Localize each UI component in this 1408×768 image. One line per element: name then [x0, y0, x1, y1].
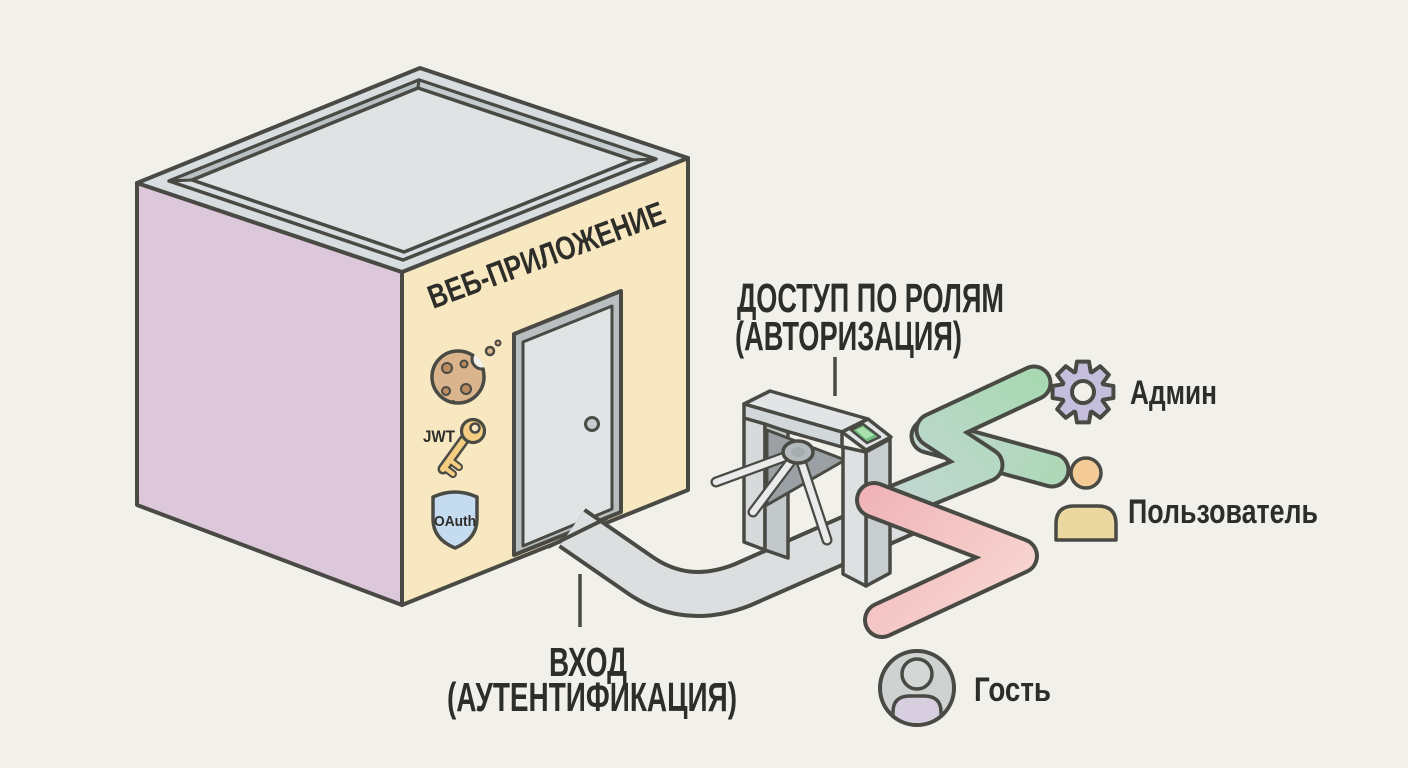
path-guest: [855, 481, 1039, 639]
authentication-line1: ВХОД: [549, 639, 627, 685]
gear-icon-hole: [1070, 379, 1096, 405]
jwt-key-icon: JWT: [423, 417, 487, 478]
oauth-label: OAuth: [434, 513, 476, 530]
turnstile: [710, 389, 893, 588]
authorization-line2: (АВТОРИЗАЦИЯ): [735, 313, 962, 359]
path-admin: [874, 364, 1053, 522]
jwt-label: JWT: [423, 427, 456, 446]
person-icon-body: [1054, 504, 1118, 542]
admin-label: Админ: [1130, 374, 1217, 412]
gear-icon: [1050, 359, 1116, 425]
door-sill-line: [547, 516, 608, 549]
authentication-line2: (АУТЕНТИФИКАЦИЯ): [447, 674, 737, 720]
web-app-building: [135, 66, 690, 607]
turnstile-leg-front: [742, 416, 767, 552]
authorization-line1: ДОСТУП ПО РОЛЯМ: [737, 275, 1004, 321]
entrance-walkway: [547, 490, 918, 618]
person-icon: [1054, 456, 1118, 542]
person-icon-head: [1069, 456, 1103, 490]
oauth-shield-icon: OAuth: [431, 490, 479, 550]
door: [512, 289, 623, 557]
guest-avatar-body: [891, 694, 943, 723]
roof-floor: [190, 86, 635, 254]
guest-avatar-head: [900, 657, 934, 691]
guest-label: Гость: [974, 671, 1051, 709]
user-label: Пользователь: [1128, 493, 1318, 531]
authorization-callout: ДОСТУП ПО РОЛЯМ (АВТОРИЗАЦИЯ): [735, 275, 1004, 396]
role-paths: [855, 364, 1071, 639]
person-in-circle-icon: [878, 649, 956, 727]
door-knob: [584, 416, 600, 432]
door-panel: [521, 304, 614, 548]
turnstile-post-front: [841, 445, 868, 588]
authentication-callout: ВХОД (АУТЕНТИФИКАЦИЯ): [447, 574, 737, 720]
